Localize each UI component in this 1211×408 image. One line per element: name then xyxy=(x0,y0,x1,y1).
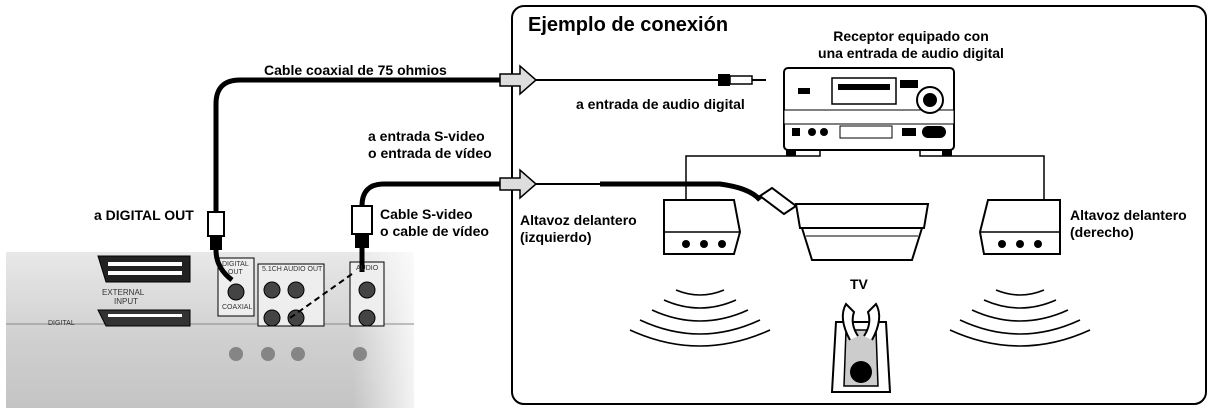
svideo-cable-label: Cable S-video o cable de vídeo xyxy=(380,206,489,240)
receiver-label-line1: Receptor equipado con xyxy=(833,28,989,44)
tv-label: TV xyxy=(850,276,868,292)
scart-connector-lower xyxy=(97,309,191,327)
svideo-arrow xyxy=(499,168,600,200)
front-right-speaker-label: Altavoz delantero (derecho) xyxy=(1070,207,1187,241)
tv-set xyxy=(794,203,930,261)
front-left-speaker-label-line2: (izquierdo) xyxy=(520,229,592,245)
player-rear-panel xyxy=(6,252,414,408)
svideo-cable-label-line2: o cable de vídeo xyxy=(380,223,489,239)
av-receiver xyxy=(783,67,955,156)
svideo-input-label: a entrada S-video o entrada de vídeo xyxy=(368,128,492,162)
audio-jack xyxy=(263,309,281,327)
panel-digital-small-label: DIGITAL xyxy=(48,320,75,327)
receiver-label: Receptor equipado con una entrada de aud… xyxy=(818,28,1004,62)
front-right-speaker xyxy=(978,199,1061,255)
digital-out-label: a DIGITAL OUT xyxy=(94,207,194,223)
audio-jack xyxy=(287,281,305,299)
svideo-cable xyxy=(351,181,500,272)
panel-51-audio-label: 5.1CH AUDIO OUT xyxy=(262,266,323,273)
front-left-speaker-label: Altavoz delantero (izquierdo) xyxy=(520,212,637,246)
speaker-wire-left xyxy=(685,150,821,200)
panel-external-label: EXTERNAL xyxy=(102,288,145,297)
coaxial-plug xyxy=(718,74,766,86)
scart-connector-upper xyxy=(97,255,191,283)
front-right-speaker-label-line1: Altavoz delantero xyxy=(1070,207,1187,223)
digital-input-label: a entrada de audio digital xyxy=(576,96,745,112)
box-title: Ejemplo de conexión xyxy=(528,14,729,36)
sound-waves-right xyxy=(949,289,1091,347)
dashed-link xyxy=(289,273,353,319)
coax-cable-label: Cable coaxial de 75 ohmios xyxy=(264,62,447,78)
svideo-input-label-line1: a entrada S-video xyxy=(368,128,485,144)
panel-input-label: INPUT xyxy=(114,297,138,306)
coaxial-jack xyxy=(227,283,245,301)
panel-digital-label: DIGITAL xyxy=(222,261,249,268)
coaxial-cable xyxy=(207,77,500,282)
audio-jack xyxy=(263,281,281,299)
coax-arrow xyxy=(499,64,718,96)
front-left-speaker xyxy=(663,199,742,255)
receiver-label-line2: una entrada de audio digital xyxy=(818,45,1004,61)
audio-jack xyxy=(358,281,376,299)
panel-coaxial-label: COAXIAL xyxy=(222,304,253,311)
front-left-speaker-label-line1: Altavoz delantero xyxy=(520,212,637,228)
speaker-wire-right xyxy=(919,150,1045,200)
panel-out-label: OUT xyxy=(228,269,243,276)
audio-jack xyxy=(287,309,305,327)
listener-icon xyxy=(830,302,892,393)
sound-waves-left xyxy=(629,289,771,347)
audio-jack xyxy=(358,309,376,327)
svideo-cable-label-line1: Cable S-video xyxy=(380,206,473,222)
panel-audio-label: AUDIO xyxy=(356,265,379,272)
connection-example-frame xyxy=(511,5,1207,405)
svideo-input-label-line2: o entrada de vídeo xyxy=(368,145,492,161)
front-right-speaker-label-line2: (derecho) xyxy=(1070,224,1134,240)
